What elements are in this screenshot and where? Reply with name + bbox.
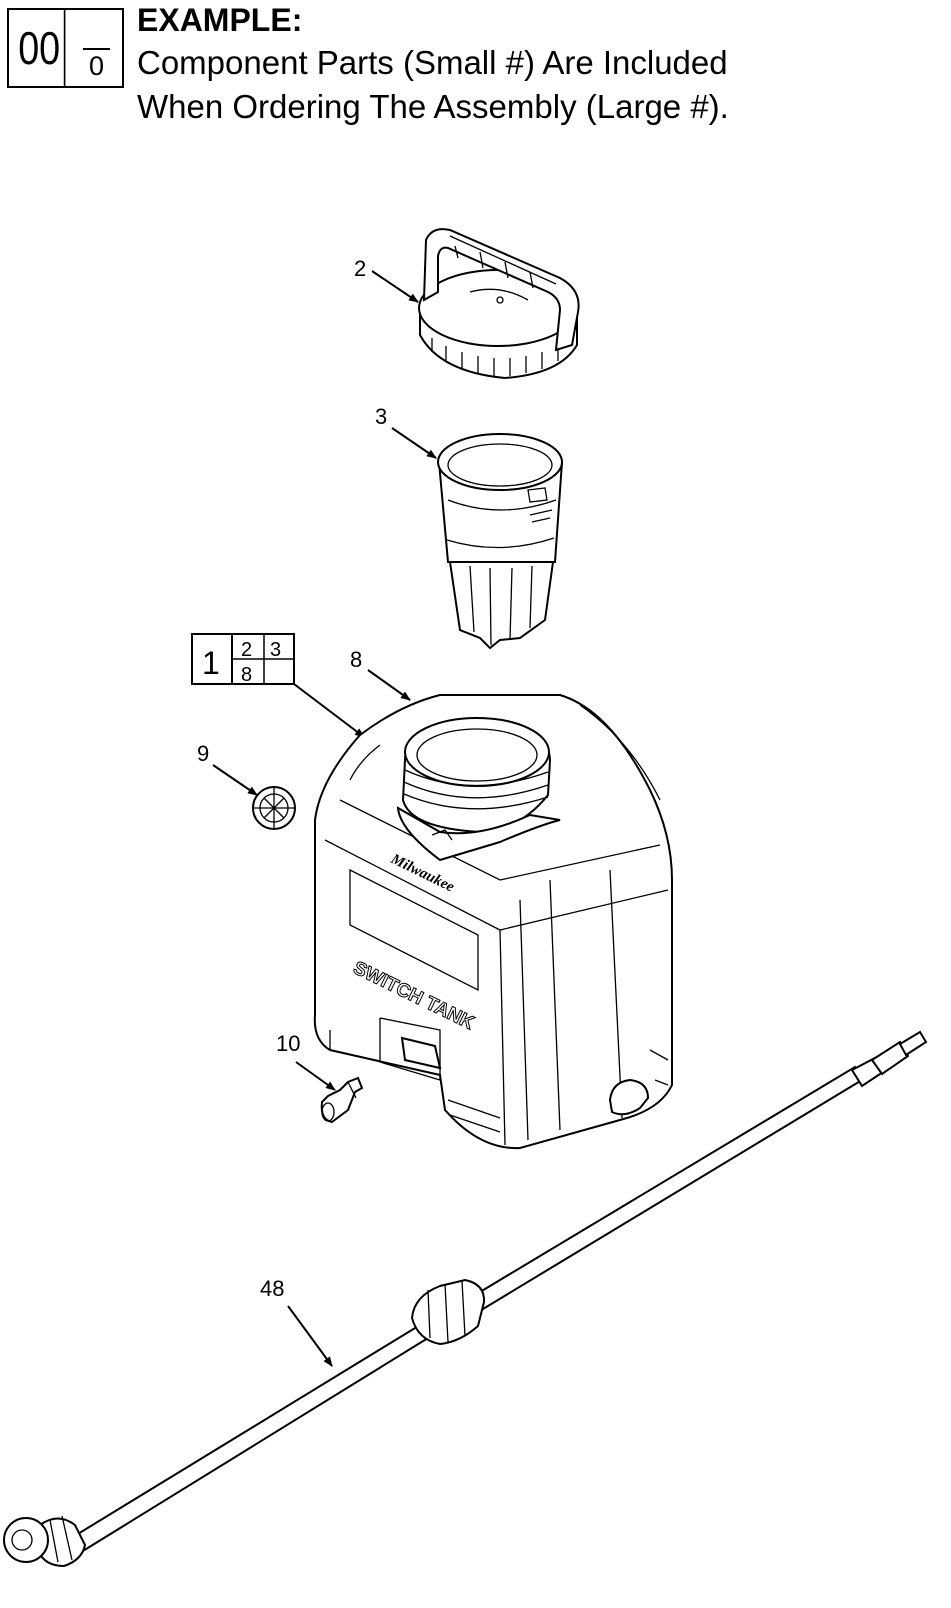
callout-line-assembly <box>293 683 365 738</box>
callout-line-tank <box>367 669 411 701</box>
assembly-box-component-2: 3 <box>270 639 281 661</box>
legend-heading: EXAMPLE: <box>137 2 303 38</box>
callout-line-plug <box>212 764 258 796</box>
legend-assembly-number: 00 <box>15 10 66 86</box>
elbow-fitting-part <box>320 1076 364 1124</box>
tank-part: Milwaukee SWITCH TANK <box>313 694 673 1150</box>
legend-component-number: 0 <box>88 51 105 81</box>
strainer-basket-part <box>437 433 564 650</box>
callout-line-strainer <box>391 427 437 459</box>
assembly-box-component-3: 8 <box>241 664 252 686</box>
callout-line-wand <box>287 1305 333 1367</box>
spray-wand-part <box>3 1030 928 1568</box>
callout-label-wand: 48 <box>260 1276 284 1301</box>
callout-label-tank: 8 <box>350 647 362 672</box>
assembly-reference-box <box>191 633 295 685</box>
legend-component-cell: 0 <box>71 10 122 86</box>
legend-line-2: When Ordering The Assembly (Large #). <box>137 88 729 125</box>
assembly-box-main-number: 1 <box>202 645 220 681</box>
callout-line-fitting <box>295 1061 336 1091</box>
callout-label-plug: 9 <box>197 741 209 766</box>
cap-with-handle-part <box>418 228 580 380</box>
legend-blank-line <box>83 48 110 50</box>
plug-part <box>252 786 296 830</box>
callout-line-cap <box>371 270 419 303</box>
callout-label-strainer: 3 <box>375 404 387 429</box>
assembly-box-component-1: 2 <box>241 639 252 661</box>
legend-example-box: 00 0 <box>7 8 124 88</box>
legend-line-1: Component Parts (Small #) Are Included <box>137 44 728 81</box>
callout-label-fitting: 10 <box>276 1031 300 1056</box>
callout-label-cap: 2 <box>354 256 366 281</box>
